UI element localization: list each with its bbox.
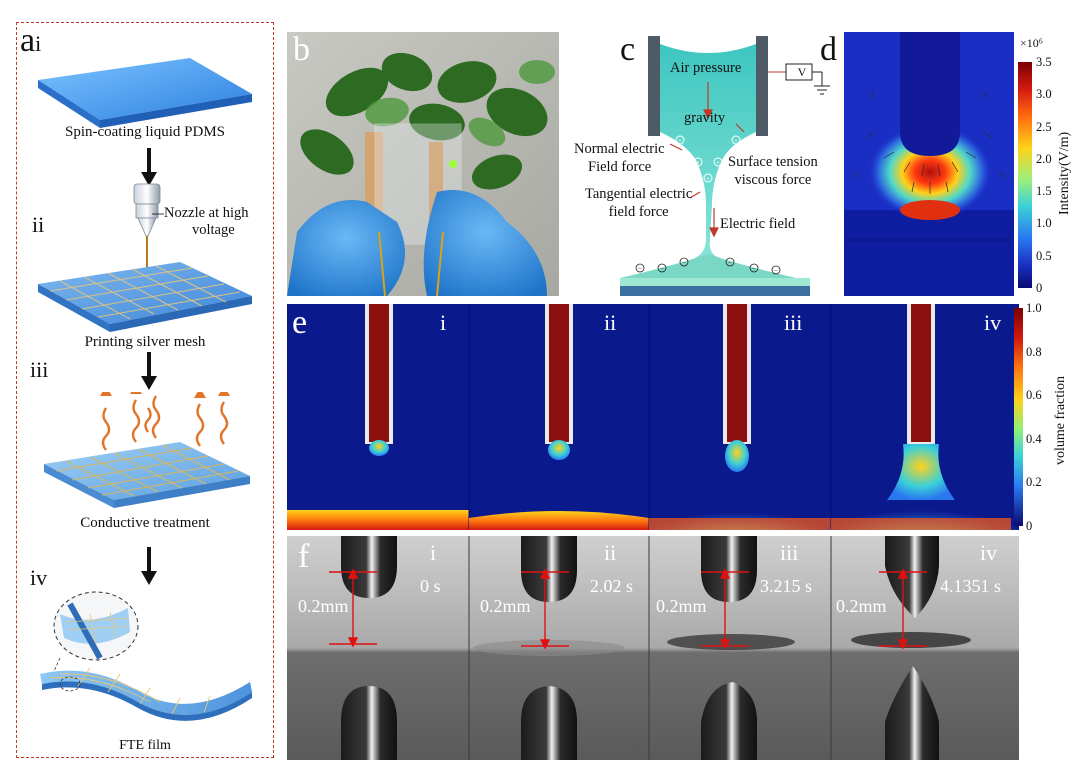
panel-b-label: b — [293, 31, 310, 68]
panel-d-label: d — [820, 31, 837, 68]
colorbar-e-tick: 0.4 — [1026, 431, 1042, 446]
panel-c-schematic: + + + + + − − − − − − — [620, 36, 830, 296]
panel-f-frame-iv-time: 4.1351 s — [940, 576, 1002, 596]
arrow-down-icon — [141, 352, 157, 390]
normal-electric-label: Normal electric Field force — [574, 141, 665, 175]
panel-e-frame-ii: ii — [604, 310, 617, 335]
colorbar-e-tick: 0 — [1026, 519, 1033, 533]
air-pressure-label: Air pressure — [670, 60, 742, 76]
panel-f-frame-ii-label: ii — [604, 540, 617, 565]
colorbar-d-title: Intensity(V/m) — [1057, 131, 1072, 215]
panel-f-photos — [287, 536, 1019, 760]
colorbar-e-tick: 0.6 — [1026, 388, 1042, 403]
colorbar-d-tick: 3.0 — [1036, 87, 1052, 102]
svg-text:−: − — [660, 265, 664, 273]
panel-f-frame-iii-time: 3.215 s — [760, 576, 813, 596]
panel-e-simulation — [287, 304, 1019, 530]
colorbar-d-tick: 3.5 — [1036, 55, 1052, 69]
svg-text:+: + — [678, 137, 682, 145]
surface-tension-label: Surface tension viscous force — [728, 154, 818, 188]
step-ii-caption: Printing silver mesh — [84, 334, 206, 350]
colorbar-d-multiplier: ×10⁶ — [1020, 36, 1043, 50]
electric-field-label: Electric field — [720, 216, 796, 232]
colorbar-d-ticks: 3.5 3.0 2.5 2.0 1.5 1.0 0.5 0 — [1036, 55, 1072, 295]
colorbar-d-tick: 0 — [1036, 281, 1043, 295]
svg-text:−: − — [728, 259, 732, 267]
panel-f-frame-i-time: 0 s — [420, 576, 441, 596]
svg-text:−: − — [752, 265, 756, 273]
panel-f-frame-iv-scale: 0.2mm — [836, 596, 887, 616]
nozzle-callout: Nozzle at high voltage — [164, 205, 249, 238]
svg-text:+: + — [706, 175, 710, 183]
svg-text:−: − — [638, 265, 642, 273]
step-iv-caption: FTE film — [119, 738, 171, 753]
colorbar-e-tick: 0.8 — [1026, 344, 1042, 359]
panel-f-frame-ii-scale: 0.2mm — [480, 596, 531, 616]
fte-film-illustration — [40, 591, 252, 721]
panel-f-label: f — [298, 538, 310, 575]
svg-text:−: − — [682, 259, 686, 267]
step-iii-label: iii — [30, 357, 49, 382]
panel-f-frame-iv-label: iv — [980, 540, 998, 565]
panel-d-field-map — [844, 32, 1014, 296]
panel-e-label: e — [292, 304, 308, 341]
colorbar-e-tick: 1.0 — [1026, 301, 1042, 315]
panel-f-frame-ii-time: 2.02 s — [590, 576, 634, 596]
colorbar-e — [1014, 308, 1023, 526]
voltage-source-label: V — [797, 65, 807, 79]
arrow-down-icon — [141, 547, 157, 585]
pdms-slab-illustration — [38, 58, 252, 128]
colorbar-d-tick: 2.0 — [1036, 151, 1052, 166]
panel-e-frame-i: i — [440, 310, 447, 335]
panel-f-frame-iii-scale: 0.2mm — [656, 596, 707, 616]
colorbar-e-tick: 0.2 — [1026, 475, 1042, 490]
step-iii-caption: Conductive treatment — [80, 515, 210, 531]
panel-a-label: ai — [20, 22, 42, 59]
nozzle-printing-illustration — [38, 183, 252, 332]
step-ii-label: ii — [32, 212, 45, 237]
colorbar-d-tick: 2.5 — [1036, 119, 1052, 134]
svg-text:−: − — [774, 267, 778, 275]
colorbar-e-title: volume fraction — [1053, 375, 1068, 465]
conductive-treatment-illustration — [44, 392, 250, 508]
panel-e-frame-iv: iv — [984, 310, 1002, 335]
panel-f-frame-iii-label: iii — [780, 540, 799, 565]
panel-c-label: c — [620, 31, 636, 68]
panel-b-photo — [287, 32, 559, 296]
panel-a — [16, 22, 274, 758]
tangential-electric-label: Tangential electric field force — [585, 186, 693, 220]
step-iv-label: iv — [30, 565, 48, 590]
panel-f-frame-i-label: i — [430, 540, 437, 565]
svg-text:+: + — [716, 159, 720, 167]
colorbar-d-tick: 1.5 — [1036, 184, 1052, 199]
colorbar-d — [1018, 62, 1032, 288]
step-i-caption: Spin-coating liquid PDMS — [64, 124, 225, 140]
colorbar-d-tick: 0.5 — [1036, 248, 1052, 263]
panel-f-frame-i-scale: 0.2mm — [298, 596, 349, 616]
arrow-down-icon — [141, 148, 157, 186]
svg-text:+: + — [696, 159, 700, 167]
panel-e-frame-iii: iii — [784, 310, 803, 335]
colorbar-e-ticks: 1.0 0.8 0.6 0.4 0.2 0 — [1026, 301, 1056, 533]
gravity-label: gravity — [684, 110, 726, 126]
svg-text:+: + — [734, 137, 738, 145]
colorbar-d-tick: 1.0 — [1036, 216, 1052, 231]
